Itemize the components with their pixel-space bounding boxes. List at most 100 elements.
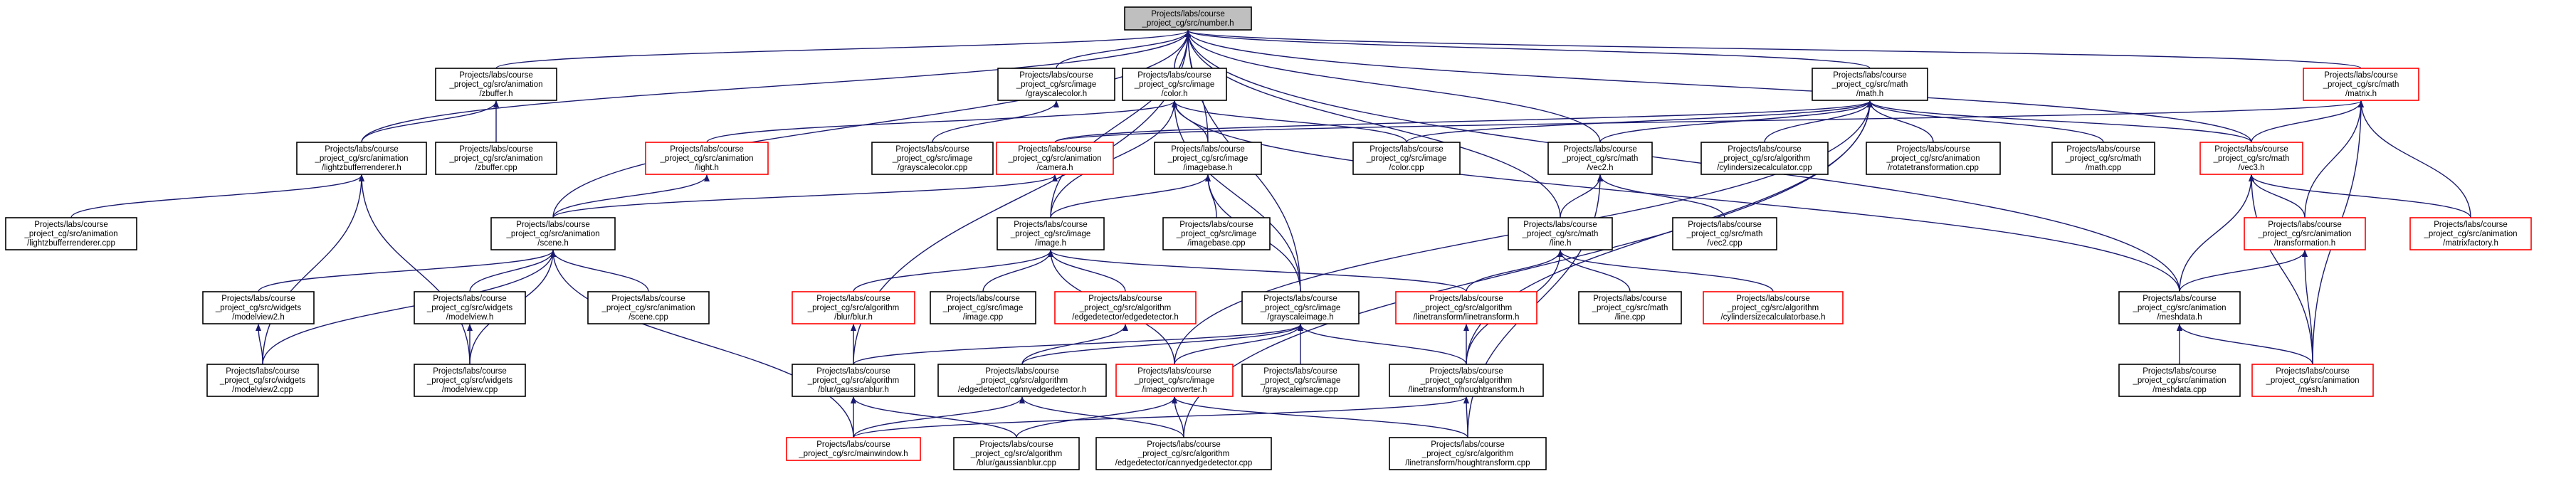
file-node[interactable]: Projects/labs/course_project_cg/src/algo… (792, 291, 915, 324)
node-label-line: Projects/labs/course (34, 221, 108, 229)
file-node[interactable]: Projects/labs/course_project_cg/src/anim… (2118, 291, 2241, 324)
file-node[interactable]: Projects/labs/course_project_cg/src/math… (1672, 217, 1777, 250)
node-label-line: /meshdata.cpp (2152, 386, 2206, 394)
dependency-edge (1185, 30, 1601, 143)
file-node[interactable]: Projects/labs/course_project_cg/src/algo… (1054, 291, 1197, 324)
node-label-line: /edgedetector/cannyedgedetector.cpp (1115, 459, 1252, 467)
dependency-edge (1172, 100, 1407, 143)
file-node[interactable]: Projects/labs/course_project_cg/src/math… (1812, 68, 1928, 101)
node-box (1547, 142, 1653, 175)
file-node[interactable]: Projects/labs/course_project_cg/src/imag… (1241, 291, 1360, 324)
file-node[interactable]: Projects/labs/course_project_cg/src/imag… (1352, 142, 1461, 175)
file-node[interactable]: Projects/labs/course_project_cg/src/imag… (1241, 364, 1360, 397)
file-node[interactable]: Projects/labs/course_project_cg/src/anim… (2244, 217, 2366, 250)
node-box (996, 142, 1114, 175)
file-node[interactable]: Projects/labs/course_project_cg/src/imag… (1122, 68, 1227, 101)
node-label-line: Projects/labs/course (1171, 145, 1245, 154)
file-node[interactable]: Projects/labs/course_project_cg/src/imag… (871, 142, 994, 175)
file-node[interactable]: Projects/labs/course_project_cg/src/imag… (1162, 217, 1271, 250)
node-box (953, 437, 1080, 470)
file-node[interactable]: Projects/labs/course_project_cg/src/imag… (997, 68, 1115, 101)
file-node[interactable]: Projects/labs/course_project_cg/src/algo… (1700, 142, 1829, 175)
file-node[interactable]: Projects/labs/course_project_cg/src/imag… (997, 217, 1105, 250)
dependency-edge (1406, 100, 1873, 143)
node-label-line: _project_cg/src/algorithm (1718, 154, 1810, 163)
dependency-edge (1597, 174, 1725, 218)
node-label-line: _project_cg/src/image (892, 154, 973, 163)
file-node[interactable]: Projects/labs/course_project_cg/src/widg… (202, 291, 315, 324)
file-node[interactable]: Projects/labs/course_project_cg/src/anim… (2409, 217, 2532, 250)
file-node[interactable]: Projects/labs/course_project_cg/src/imag… (1115, 364, 1234, 397)
dependency-edge (552, 30, 1191, 218)
node-label-line: _project_cg/src/algorithm (1137, 450, 1229, 458)
file-node[interactable]: Projects/labs/course_project_cg/src/algo… (953, 437, 1080, 470)
node-box (1124, 6, 1252, 31)
dependency-edge (1557, 250, 1631, 292)
dependency-edge (1050, 174, 1211, 218)
dependency-edge (361, 30, 1191, 143)
dependency-edge (1048, 250, 1467, 292)
file-node[interactable]: Projects/labs/course_project_cg/src/anim… (296, 142, 427, 175)
file-node[interactable]: Projects/labs/course_project_cg/src/main… (786, 437, 921, 461)
file-node[interactable]: Projects/labs/course_project_cg/src/widg… (414, 291, 526, 324)
file-node[interactable]: Projects/labs/course_project_cg/src/math… (1508, 217, 1613, 250)
file-node[interactable]: Projects/labs/course_project_cg/src/algo… (1703, 291, 1844, 324)
node-box (937, 364, 1107, 397)
file-node[interactable]: Projects/labs/course_project_cg/src/anim… (5, 217, 137, 250)
file-node[interactable]: Projects/labs/course_project_cg/src/anim… (435, 142, 557, 175)
node-label-line: /scene.cpp (629, 313, 668, 322)
file-node[interactable]: Projects/labs/course_project_cg/src/anim… (645, 142, 769, 175)
file-node[interactable]: Projects/labs/course_project_cg/src/math… (2199, 142, 2303, 175)
node-label-line: /grayscalecolor.h (1026, 90, 1087, 98)
dependency-edge (550, 250, 649, 292)
file-node[interactable]: Projects/labs/course_project_cg/src/anim… (1866, 142, 2001, 175)
node-label-line: _project_cg/src/animation (2423, 230, 2517, 238)
file-node[interactable]: Projects/labs/course_project_cg/src/imag… (1154, 142, 1262, 175)
dependency-edge (932, 100, 1059, 143)
node-label-line: /matrixfactory.h (2443, 239, 2498, 248)
file-node[interactable]: Projects/labs/course_project_cg/src/anim… (2251, 364, 2374, 397)
file-node[interactable]: Projects/labs/course_project_cg/src/math… (1547, 142, 1653, 175)
file-node[interactable]: Projects/labs/course_project_cg/src/anim… (996, 142, 1114, 175)
node-label-line: _project_cg/src/animation (505, 230, 599, 238)
node-label-line: Projects/labs/course (1137, 71, 1211, 80)
file-node[interactable]: Projects/labs/course_project_cg/src/anim… (2118, 364, 2241, 397)
node-box (1162, 217, 1271, 250)
file-node[interactable]: Projects/labs/course_project_cg/src/math… (2303, 68, 2419, 101)
dependency-edge (1054, 100, 1873, 143)
file-node[interactable]: Projects/labs/course_project_cg/src/math… (1578, 291, 1682, 324)
dependency-edge (1463, 396, 1470, 438)
node-label-line: _project_cg/src/image (1260, 304, 1341, 312)
file-node[interactable]: Projects/labs/course_project_cg/src/algo… (1095, 437, 1272, 470)
node-label-line: _project_cg/src/math (2065, 154, 2142, 163)
file-node[interactable]: Projects/labs/course_project_cg/src/algo… (1389, 437, 1547, 470)
dependency-edge (1185, 30, 2252, 143)
file-node[interactable]: Projects/labs/course_project_cg/src/numb… (1124, 6, 1252, 31)
node-label-line: _project_cg/src/algorithm (970, 450, 1062, 458)
node-label-line: _project_cg/src/animation (2132, 376, 2226, 385)
file-node[interactable]: Projects/labs/course_project_cg/src/imag… (930, 291, 1036, 324)
file-node[interactable]: Projects/labs/course_project_cg/src/anim… (435, 68, 557, 101)
node-label-line: /modelview2.cpp (232, 386, 293, 394)
file-node[interactable]: Projects/labs/course_project_cg/src/widg… (414, 364, 526, 397)
dependency-edge (1048, 250, 1126, 292)
node-label-line: Projects/labs/course (2268, 221, 2342, 229)
file-node[interactable]: Projects/labs/course_project_cg/src/algo… (1395, 291, 1537, 324)
node-label-line: /light.h (695, 164, 719, 172)
file-node[interactable]: Projects/labs/course_project_cg/src/algo… (1389, 364, 1544, 397)
file-node[interactable]: Projects/labs/course_project_cg/src/anim… (490, 217, 616, 250)
node-label-line: _project_cg/src/animation (1007, 154, 1101, 163)
node-box (587, 291, 710, 324)
node-label-line: _project_cg/src/algorithm (1079, 304, 1171, 312)
node-label-line: /cylindersizecalculator.cpp (1717, 164, 1812, 172)
node-box (2251, 364, 2374, 397)
file-node[interactable]: Projects/labs/course_project_cg/src/algo… (937, 364, 1107, 397)
file-node[interactable]: Projects/labs/course_project_cg/src/anim… (587, 291, 710, 324)
file-node[interactable]: Projects/labs/course_project_cg/src/algo… (792, 364, 915, 397)
node-label-line: Projects/labs/course (2214, 145, 2288, 154)
node-label-line: _project_cg/src/math (2213, 154, 2290, 163)
file-node[interactable]: Projects/labs/course_project_cg/src/widg… (206, 364, 319, 397)
file-node[interactable]: Projects/labs/course_project_cg/src/math… (2051, 142, 2155, 175)
node-label-line: Projects/labs/course (1728, 145, 1802, 154)
